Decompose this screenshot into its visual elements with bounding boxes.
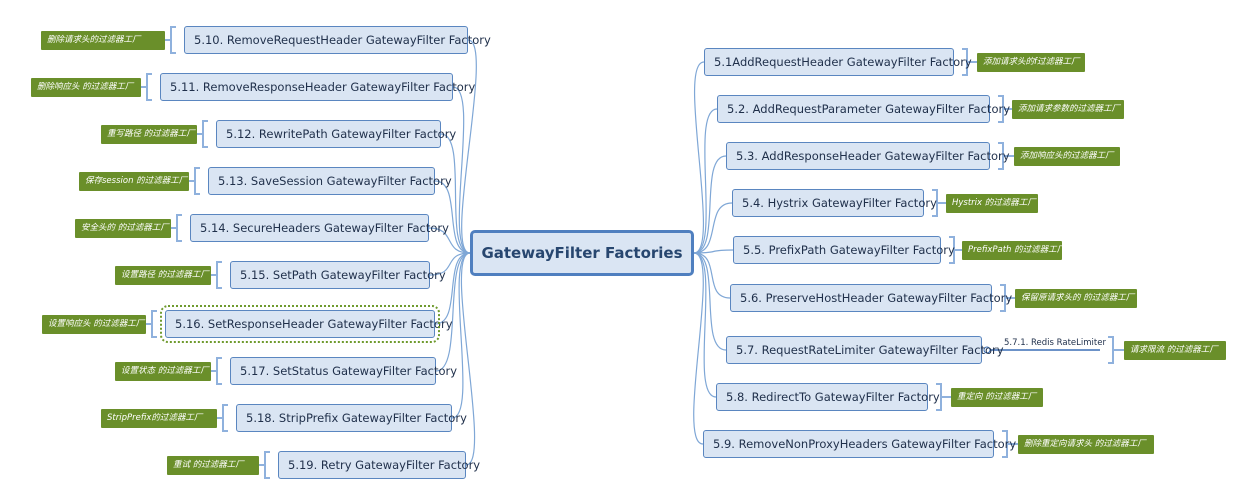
- connector-n54: [693, 202, 733, 254]
- topic-n59[interactable]: 5.9. RemoveNonProxyHeaders GatewayFilter…: [703, 430, 1016, 458]
- connector-n512: [440, 133, 471, 254]
- bracket-n517: [216, 357, 222, 385]
- bracket-n514: [176, 214, 182, 242]
- connector-n513: [434, 180, 471, 254]
- topic-n58[interactable]: 5.8. RedirectTo GatewayFilter Factory: [716, 383, 940, 411]
- note-n55[interactable]: PrefixPath 的过滤器工厂: [962, 240, 1065, 260]
- connector-n510: [461, 39, 477, 254]
- bracket-n511: [146, 73, 152, 101]
- bracket-n518: [222, 404, 228, 432]
- connector-n55: [693, 249, 734, 254]
- subtopic-n57[interactable]: 5.7.1. Redis RateLimiter: [1004, 338, 1106, 348]
- note-n515[interactable]: 设置路径 的过滤器工厂: [115, 265, 211, 285]
- topic-n515[interactable]: 5.15. SetPath GatewayFilter Factory: [230, 261, 446, 289]
- connector-n56: [693, 252, 731, 299]
- connector-n52: [693, 108, 718, 254]
- note-n52[interactable]: 添加请求参数的过滤器工厂: [1012, 99, 1124, 119]
- topic-n516[interactable]: 5.16. SetResponseHeader GatewayFilter Fa…: [160, 305, 453, 343]
- bracket-n57: [1108, 336, 1114, 364]
- connector-n511: [452, 86, 471, 254]
- connector-n517: [435, 252, 471, 372]
- bracket-n513: [194, 167, 200, 195]
- topic-n52[interactable]: 5.2. AddRequestParameter GatewayFilter F…: [717, 95, 1010, 123]
- connector-n58: [693, 252, 717, 398]
- connector-n57: [693, 252, 727, 351]
- bracket-n510: [170, 26, 176, 54]
- connector-n59: [693, 252, 704, 445]
- note-n511[interactable]: 删除响应头 的过滤器工厂: [31, 77, 141, 97]
- topic-n54[interactable]: 5.4. Hystrix GatewayFilter Factory: [732, 189, 937, 217]
- topic-n519[interactable]: 5.19. Retry GatewayFilter Factory: [278, 451, 480, 479]
- topic-n518[interactable]: 5.18. StripPrefix GatewayFilter Factory: [236, 404, 467, 432]
- bracket-n515: [216, 261, 222, 289]
- topic-n53[interactable]: 5.3. AddResponseHeader GatewayFilter Fac…: [726, 142, 1010, 170]
- topic-n512[interactable]: 5.12. RewritePath GatewayFilter Factory: [216, 120, 456, 148]
- connector-n514: [428, 227, 471, 254]
- note-n518[interactable]: StripPrefix的过滤器工厂: [101, 408, 217, 428]
- central-topic[interactable]: GatewayFilter Factories: [470, 230, 694, 276]
- note-n513[interactable]: 保存session 的过滤器工厂: [79, 171, 189, 191]
- topic-n513[interactable]: 5.13. SaveSession GatewayFilter Factory: [208, 167, 452, 195]
- note-n58[interactable]: 重定向 的过滤器工厂: [951, 387, 1043, 407]
- topic-n57[interactable]: 5.7. RequestRateLimiter GatewayFilter Fa…: [726, 336, 1004, 364]
- topic-n517[interactable]: 5.17. SetStatus GatewayFilter Factory: [230, 357, 457, 385]
- connector-n515: [429, 252, 471, 276]
- note-n59[interactable]: 删除重定向请求头 的过滤器工厂: [1018, 434, 1154, 454]
- topic-n56[interactable]: 5.6. PreserveHostHeader GatewayFilter Fa…: [730, 284, 1012, 312]
- note-n516[interactable]: 设置响应头 的过滤器工厂: [42, 314, 146, 334]
- note-n54[interactable]: Hystrix 的过滤器工厂: [946, 193, 1038, 213]
- connector-n516: [434, 252, 471, 325]
- note-n51[interactable]: 添加请求头的f过滤器工厂: [977, 52, 1085, 72]
- note-n510[interactable]: 删除请求头的过滤器工厂: [41, 30, 165, 50]
- connector-n518: [451, 252, 471, 419]
- connector-n519: [460, 252, 476, 466]
- topic-n55[interactable]: 5.5. PrefixPath GatewayFilter Factory: [733, 236, 955, 264]
- note-n56[interactable]: 保留原请求头的 的过滤器工厂: [1015, 288, 1137, 308]
- note-n512[interactable]: 重写路径 的过滤器工厂: [101, 124, 197, 144]
- topic-n51[interactable]: 5.1AddRequestHeader GatewayFilter Factor…: [704, 48, 972, 76]
- note-n519[interactable]: 重试 的过滤器工厂: [167, 455, 259, 475]
- note-n514[interactable]: 安全头的 的过滤器工厂: [75, 218, 171, 238]
- topic-n511[interactable]: 5.11. RemoveResponseHeader GatewayFilter…: [160, 73, 475, 101]
- bracket-n516: [151, 310, 157, 338]
- topic-n510[interactable]: 5.10. RemoveRequestHeader GatewayFilter …: [184, 26, 491, 54]
- note-n53[interactable]: 添加响应头的过滤器工厂: [1014, 146, 1120, 166]
- connector-n53: [693, 155, 727, 254]
- note-n57[interactable]: 请求限流 的过滤器工厂: [1124, 340, 1226, 360]
- bracket-n512: [202, 120, 208, 148]
- topic-n514[interactable]: 5.14. SecureHeaders GatewayFilter Factor…: [190, 214, 449, 242]
- note-n517[interactable]: 设置状态 的过滤器工厂: [115, 361, 211, 381]
- bracket-n519: [264, 451, 270, 479]
- connector-n51: [693, 61, 705, 254]
